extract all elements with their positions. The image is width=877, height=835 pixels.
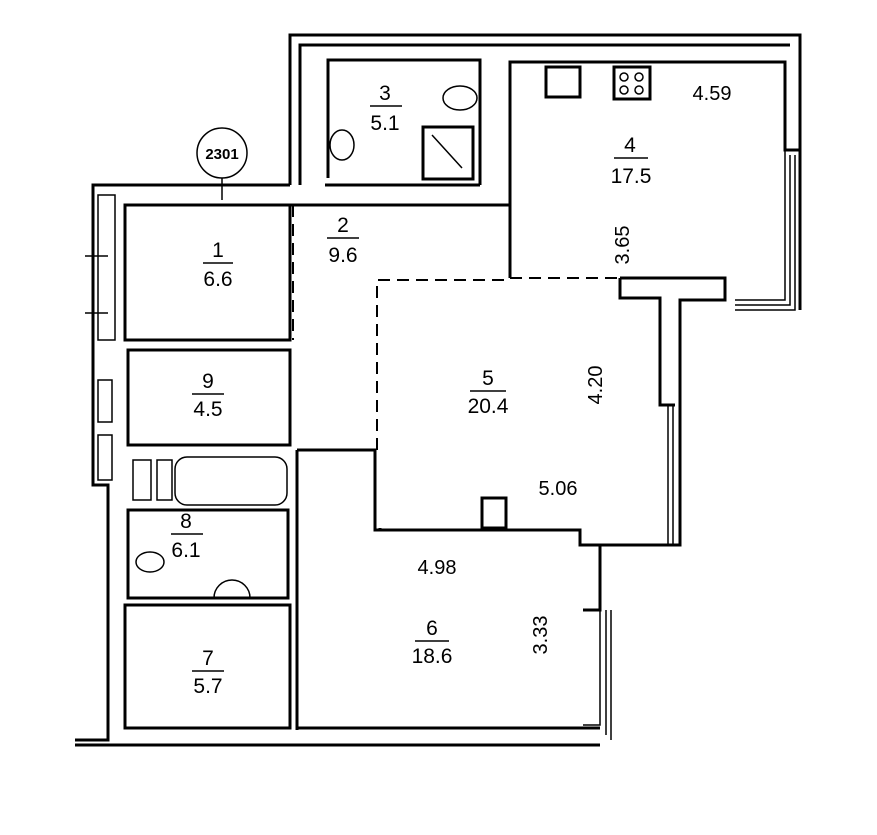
apartment-tag: 2301 bbox=[196, 127, 248, 200]
room-2-label: 29.6 bbox=[327, 214, 359, 267]
kitchen-depth: 3.65 bbox=[612, 226, 634, 265]
svg-text:9: 9 bbox=[202, 370, 214, 393]
room-7-label: 75.7 bbox=[192, 647, 224, 698]
svg-text:7: 7 bbox=[202, 647, 214, 670]
svg-text:9.6: 9.6 bbox=[328, 244, 357, 267]
bedroom-depth: 3.33 bbox=[530, 616, 552, 655]
dimension-labels: 4.59 3.65 4.20 5.06 4.98 3.33 bbox=[418, 83, 732, 654]
svg-text:5: 5 bbox=[482, 367, 494, 390]
svg-text:6.1: 6.1 bbox=[171, 539, 200, 562]
room-1-label: 16.6 bbox=[203, 239, 233, 291]
room-8-label: 86.1 bbox=[171, 510, 203, 562]
svg-text:5.1: 5.1 bbox=[370, 112, 399, 135]
bedroom-width: 4.98 bbox=[418, 557, 457, 579]
svg-text:4.5: 4.5 bbox=[193, 398, 222, 421]
room-labels: 16.6 29.6 35.1 417.5 520.4 618.6 75.7 86… bbox=[171, 82, 651, 698]
svg-text:8: 8 bbox=[180, 510, 192, 533]
svg-text:20.4: 20.4 bbox=[468, 395, 509, 418]
room-9-label: 94.5 bbox=[192, 370, 224, 421]
svg-text:6: 6 bbox=[426, 617, 438, 640]
svg-text:18.6: 18.6 bbox=[412, 645, 453, 668]
svg-text:5.7: 5.7 bbox=[193, 675, 222, 698]
svg-text:1: 1 bbox=[212, 239, 224, 262]
room-6-label: 618.6 bbox=[412, 617, 453, 668]
walls bbox=[75, 33, 802, 747]
room-4-label: 417.5 bbox=[611, 134, 652, 188]
svg-text:6.6: 6.6 bbox=[203, 268, 232, 291]
svg-text:2: 2 bbox=[337, 214, 349, 237]
room-3-label: 35.1 bbox=[370, 82, 402, 135]
kitchen-width: 4.59 bbox=[693, 83, 732, 105]
apartment-number: 2301 bbox=[205, 146, 238, 163]
svg-text:17.5: 17.5 bbox=[611, 165, 652, 188]
room-5-label: 520.4 bbox=[468, 367, 509, 418]
living-depth: 4.20 bbox=[585, 366, 607, 405]
svg-text:4: 4 bbox=[624, 134, 636, 157]
living-width: 5.06 bbox=[539, 478, 578, 500]
svg-text:3: 3 bbox=[379, 82, 391, 105]
